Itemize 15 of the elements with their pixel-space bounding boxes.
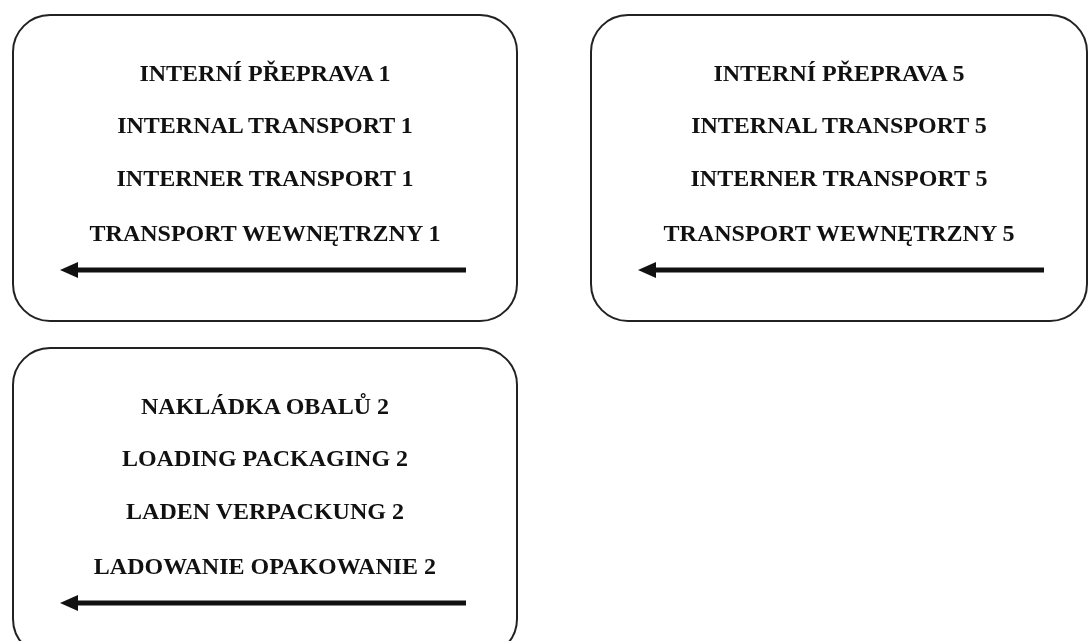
box-text: INTERNER TRANSPORT 1 bbox=[116, 165, 414, 192]
box-text: LADEN VERPACKUNG 2 bbox=[126, 498, 404, 525]
box-text: INTERNAL TRANSPORT 5 bbox=[691, 112, 987, 139]
box-text: LADOWANIE OPAKOWANIE 2 bbox=[93, 553, 437, 580]
box-text: INTERNÍ PŘEPRAVA 5 bbox=[713, 60, 965, 87]
box-text: LOADING PACKAGING 2 bbox=[121, 445, 409, 472]
box-text: NAKLÁDKA OBALŮ 2 bbox=[141, 393, 389, 420]
rounded-box bbox=[12, 347, 518, 641]
box-text: INTERNÍ PŘEPRAVA 1 bbox=[139, 60, 391, 87]
rounded-box bbox=[590, 14, 1088, 322]
box-text: TRANSPORT WEWNĘTRZNY 5 bbox=[663, 220, 1015, 247]
rounded-box bbox=[12, 14, 518, 322]
box-text: INTERNAL TRANSPORT 1 bbox=[117, 112, 413, 139]
box-text: TRANSPORT WEWNĘTRZNY 1 bbox=[89, 220, 441, 247]
box-text: INTERNER TRANSPORT 5 bbox=[690, 165, 988, 192]
